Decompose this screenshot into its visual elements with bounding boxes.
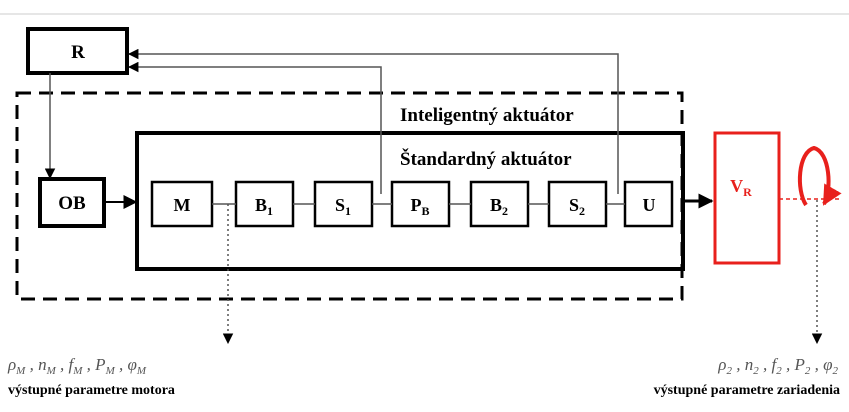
motor-output-separator: , <box>115 355 128 374</box>
device-output-caption: výstupné parametre zariadenia <box>654 383 840 398</box>
motor-output-separator: , <box>25 355 38 374</box>
feedback-from-u <box>127 48 619 194</box>
motor-output-caption: výstupné parametre motora <box>8 383 175 398</box>
motor-output-symbol-subscript: M <box>105 365 116 377</box>
device-output-symbol: P <box>793 355 804 374</box>
s2-subscript: 2 <box>579 204 585 218</box>
s1-subscript: 1 <box>345 204 351 218</box>
motor-output-symbol: n <box>38 355 47 374</box>
regulator-block <box>26 27 129 75</box>
u-label: U <box>643 195 656 215</box>
vr-block <box>713 131 781 265</box>
b1-subscript: 1 <box>267 204 273 218</box>
rotation-arrow-icon <box>797 145 842 207</box>
vr-label: VR <box>730 176 752 199</box>
motor-label: M <box>174 195 191 215</box>
s2-label: S2 <box>569 195 585 218</box>
s1-block <box>313 180 374 228</box>
pb-subscript: B <box>421 204 429 218</box>
b2-label: B2 <box>490 195 508 218</box>
device-output-symbol-subscript: 2 <box>726 365 732 377</box>
b2-block <box>469 180 530 228</box>
regulator-label: R <box>71 42 85 63</box>
b1-label: B1 <box>255 195 273 218</box>
motor-output-separator: , <box>82 355 95 374</box>
motor-output-symbol: ρ <box>7 355 16 374</box>
motor-output-symbols: ρM , nM , fM , PM , φM <box>7 355 147 377</box>
device-output-separator: , <box>810 355 823 374</box>
b1-block <box>234 180 295 228</box>
device-output-separator: , <box>732 355 745 374</box>
standard-actuator-label: Štandardný aktuátor <box>400 148 572 170</box>
pb-label: PB <box>410 195 429 218</box>
motor-output-symbol-subscript: M <box>72 365 83 377</box>
device-output-symbol: f <box>771 355 778 374</box>
device-output-symbol-subscript: 2 <box>805 365 811 377</box>
motor-output-separator: , <box>56 355 69 374</box>
motor-output-symbol-subscript: M <box>46 365 57 377</box>
device-output-symbol: φ <box>823 355 832 374</box>
device-output-symbol: n <box>745 355 754 374</box>
motor-block <box>150 180 214 228</box>
device-output-symbols: ρ2 , n2 , f2 , P2 , φ2 <box>717 355 838 377</box>
device-output-symbol: ρ <box>717 355 726 374</box>
motor-output-symbol: f <box>69 355 76 374</box>
device-output-symbol-subscript: 2 <box>753 365 759 377</box>
feedback-from-s1 <box>127 61 382 194</box>
motor-output-symbol-subscript: M <box>136 365 147 377</box>
s1-label: S1 <box>335 195 351 218</box>
device-output-symbol-subscript: 2 <box>776 365 782 377</box>
device-output-separator: , <box>782 355 795 374</box>
motor-output-symbol: φ <box>127 355 136 374</box>
intelligent-actuator-label: Inteligentný aktuátor <box>400 105 574 126</box>
vr-subscript: R <box>743 185 752 199</box>
intelligent-actuator-boundary <box>15 91 684 301</box>
device-output-symbol-subscript: 2 <box>833 365 839 377</box>
motor-output-symbol: P <box>94 355 105 374</box>
ob-label: OB <box>58 193 86 214</box>
motor-output-symbol-subscript: M <box>15 365 26 377</box>
ob-block <box>38 177 106 228</box>
device-output-separator: , <box>759 355 772 374</box>
b2-subscript: 2 <box>502 204 508 218</box>
